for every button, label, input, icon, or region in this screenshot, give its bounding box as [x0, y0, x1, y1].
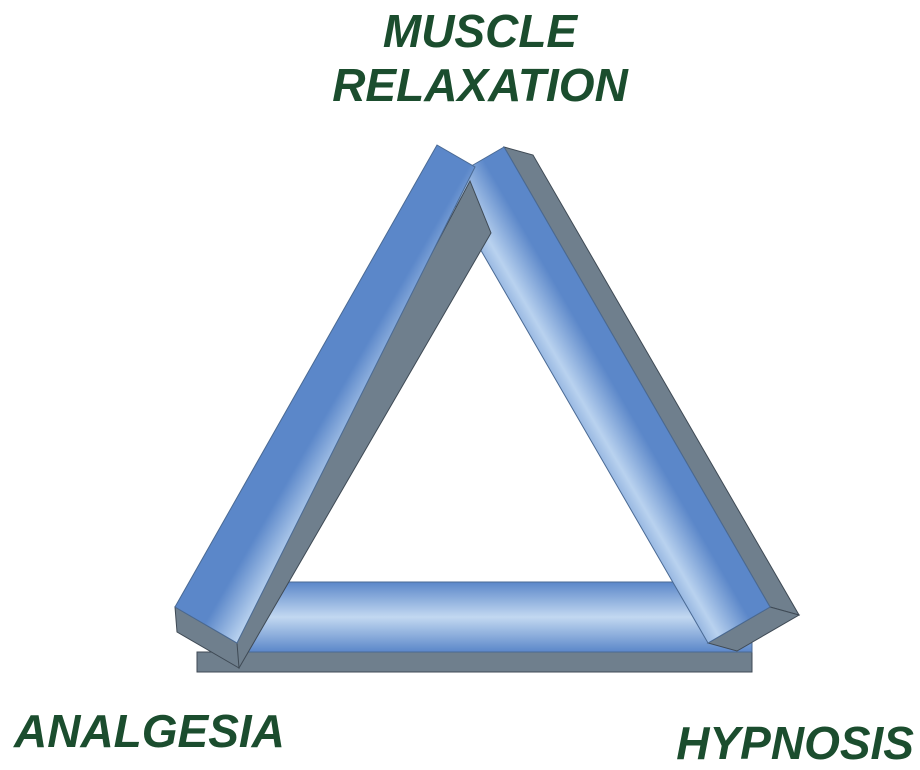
label-hypnosis: HYPNOSIS	[676, 716, 914, 770]
label-analgesia: ANALGESIA	[14, 704, 285, 758]
label-muscle-relaxation-line2: RELAXATION	[300, 58, 660, 112]
right-bar-front	[442, 147, 770, 643]
label-muscle-relaxation-line1: MUSCLE	[300, 4, 660, 58]
bottom-bar-front	[218, 582, 752, 652]
label-muscle-relaxation: MUSCLE RELAXATION	[300, 4, 660, 112]
bottom-bar-shadow	[197, 652, 752, 672]
left-bar-front	[175, 145, 475, 643]
right-bar	[442, 147, 799, 651]
